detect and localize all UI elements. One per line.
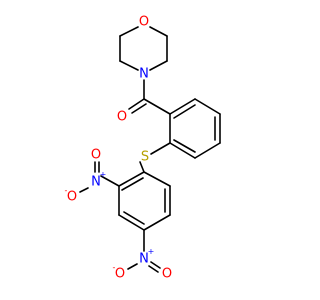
bond-carbonyl-o-2 (131, 103, 147, 114)
nitro1-oxygen-left-label: O (67, 190, 77, 205)
bond-ringB-3-inner (123, 211, 145, 225)
nitro1-nitrogen-charge: + (100, 170, 107, 179)
nitro2-oxygen-left-charge: - (113, 263, 116, 272)
bond-layer (79, 26, 221, 273)
bond-nitro2-o-right-1 (150, 261, 161, 269)
bond-ringA-5 (169, 142, 196, 159)
bond-ringB-6 (143, 171, 171, 187)
nitro2-oxygen-right-label: O (162, 267, 172, 282)
bond-morph-c2-n (119, 60, 139, 71)
bond-carbonyl-o-1 (128, 98, 145, 110)
bond-morph-o-c1 (119, 26, 139, 37)
nitro2-nitrogen-charge: + (148, 247, 155, 256)
bond-nitro1-o-left (79, 187, 89, 193)
carbonyl-oxygen-label: O (117, 110, 127, 125)
bond-morph-n-c3 (149, 60, 168, 71)
bond-morph-c4-o (149, 26, 168, 37)
bond-ringA-4 (194, 142, 221, 159)
bond-ringA-1-inner (173, 104, 196, 119)
nitro2-oxygen-left-label: O (115, 267, 125, 282)
bond-ringB-nitro1 (100, 175, 120, 187)
molecule-diagram: O N O S N + O O - N + O - O (64, 14, 221, 282)
bond-nitro2-o-right-2 (148, 265, 159, 273)
bond-ringA-5-inner (173, 139, 196, 153)
nitro1-oxygen-top-label: O (91, 148, 101, 163)
morpholine-nitrogen-label: N (139, 67, 149, 82)
bond-ringA-s (150, 142, 171, 155)
bond-ringA-1 (169, 98, 196, 115)
bond-ringB-1-inner (121, 177, 144, 191)
atom-layer: O N O S N + O O - N + O - O (65, 15, 173, 282)
bond-ringB-4 (143, 214, 171, 231)
bond-nitro2-o-left (127, 263, 138, 270)
nitro1-oxygen-left-charge: - (65, 186, 68, 195)
bond-ringB-1 (118, 171, 145, 187)
thioether-sulfur-label: S (141, 150, 149, 165)
nitro1-nitrogen-label: N (91, 175, 101, 190)
morpholine-oxygen-label: O (139, 15, 149, 30)
bond-carbonyl-ring (143, 98, 171, 115)
nitro2-nitrogen-label: N (139, 252, 149, 267)
bond-ringA-2 (194, 98, 221, 115)
bond-ringB-3 (118, 214, 145, 231)
bond-s-ringB (139, 161, 145, 173)
